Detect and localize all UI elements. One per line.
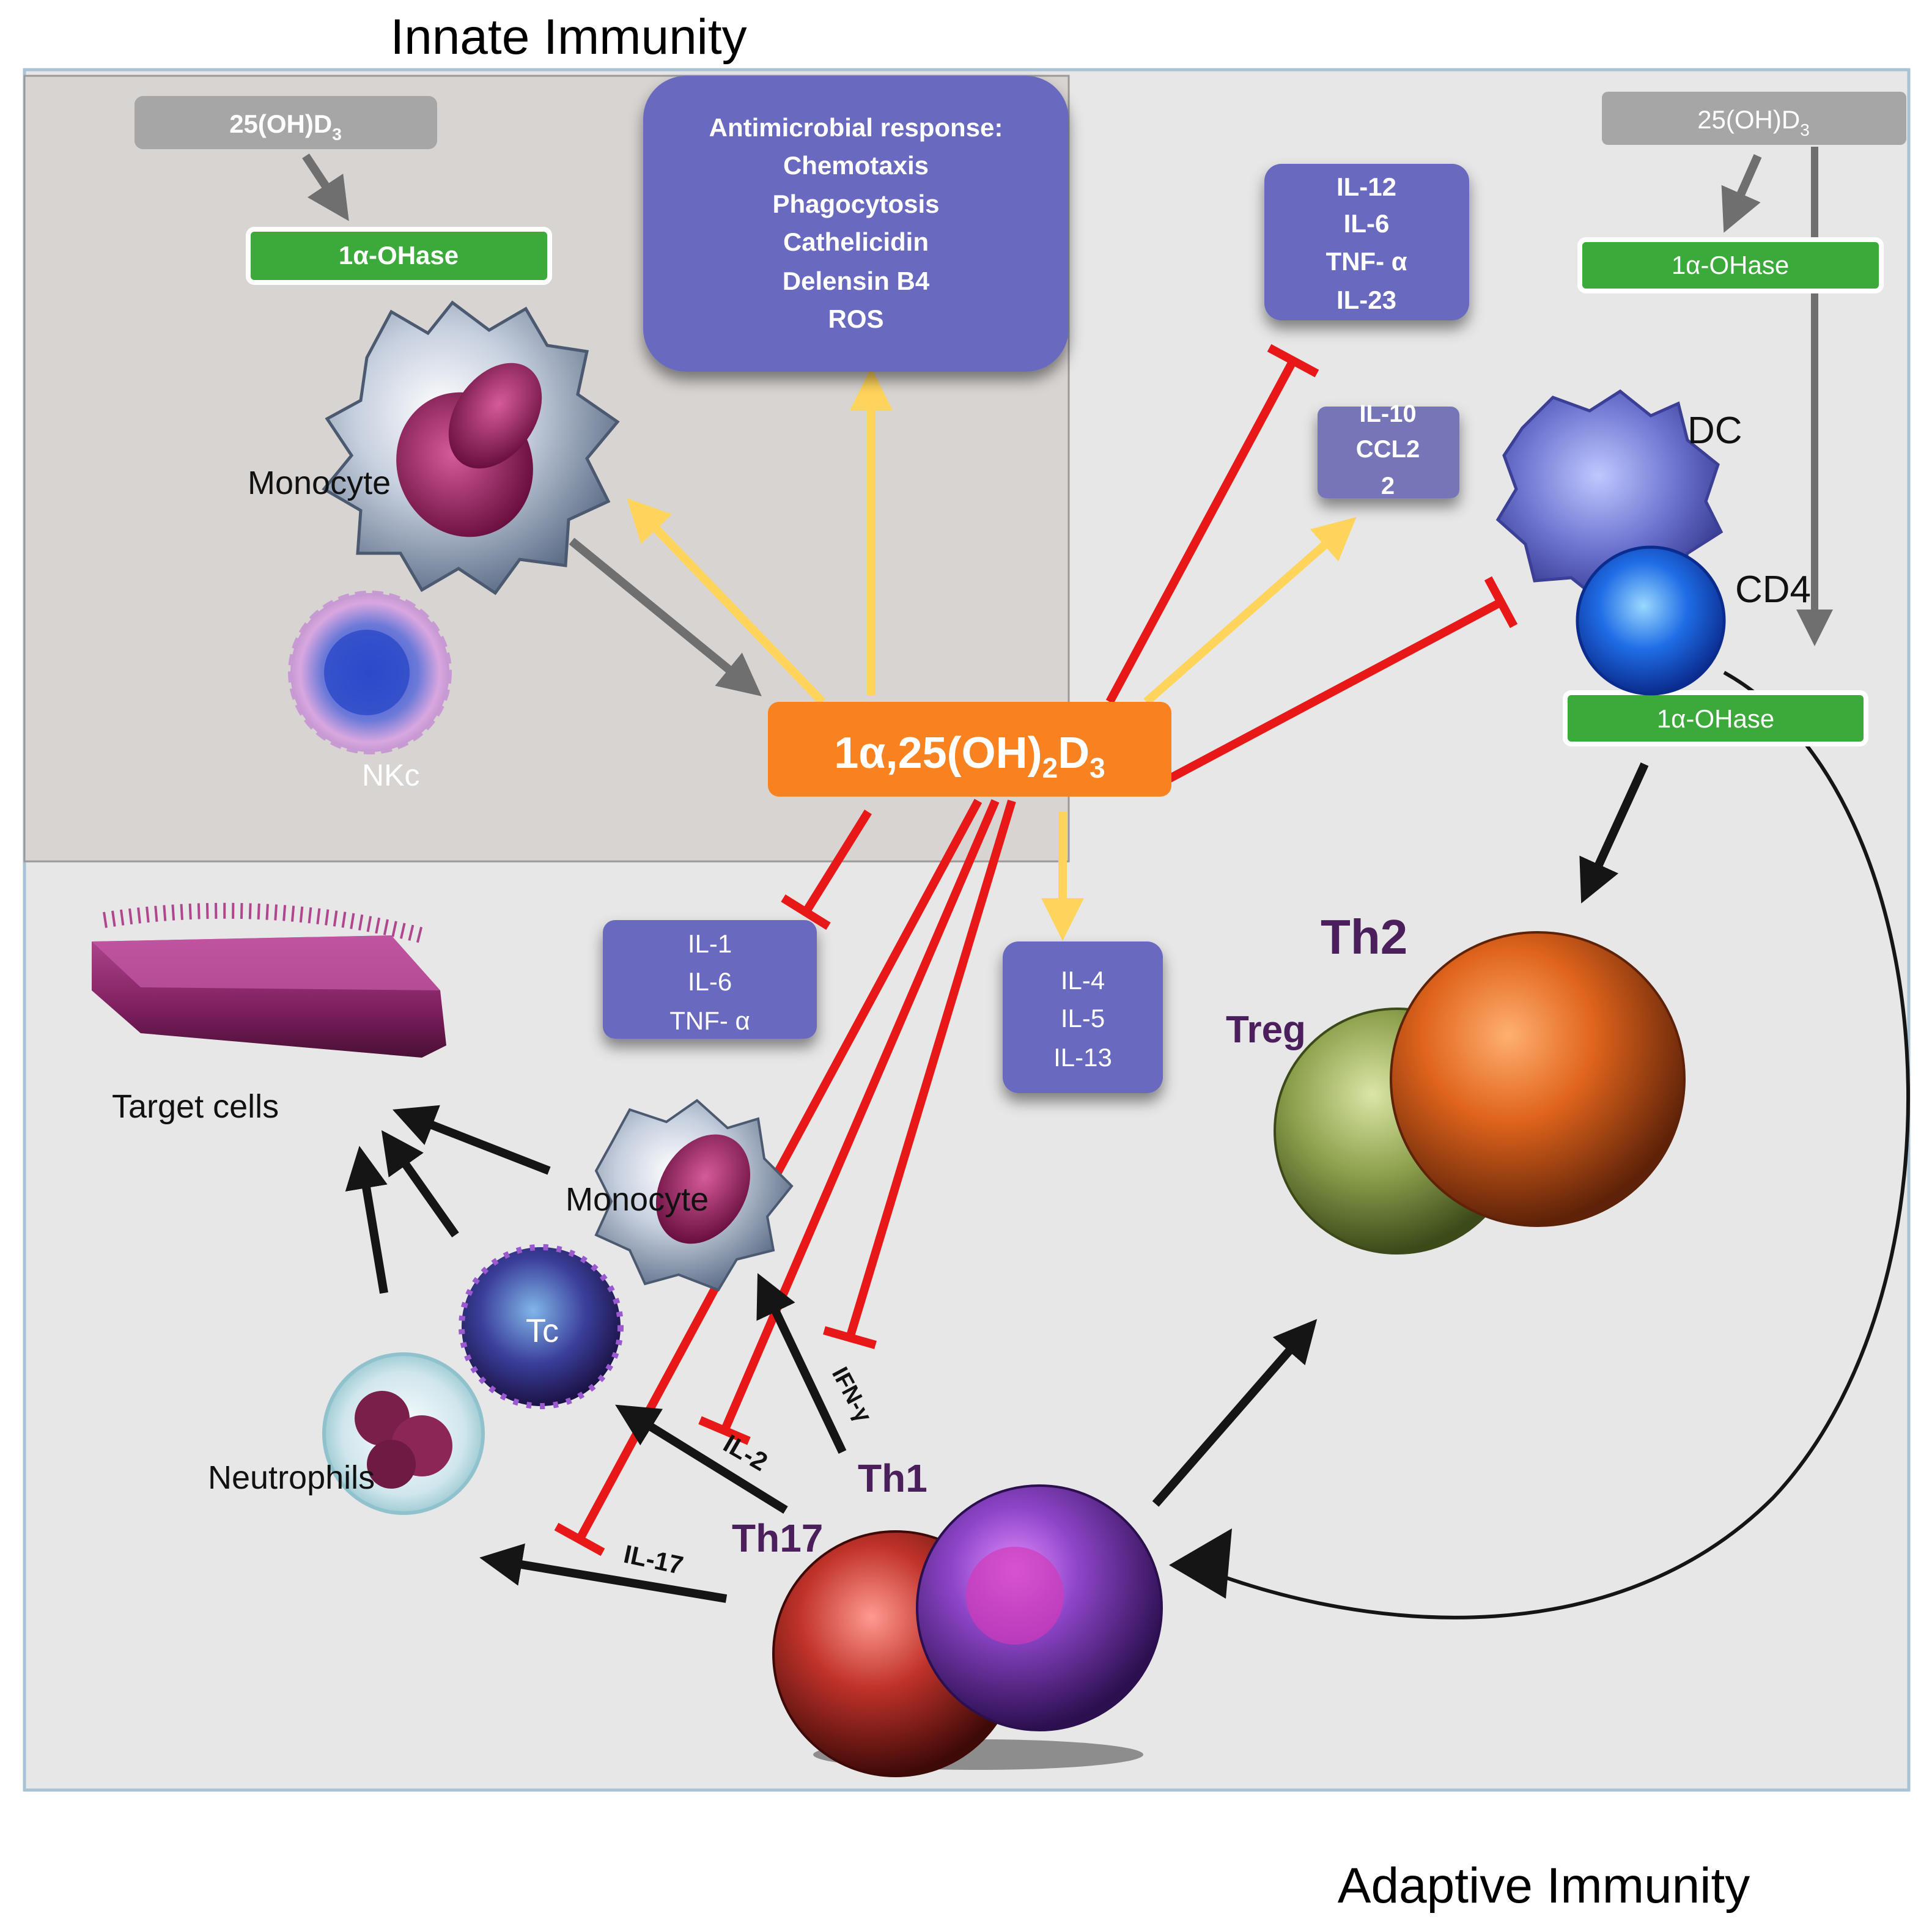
- target-cells-tissue: [92, 902, 446, 1058]
- svg-text:IL-13: IL-13: [1053, 1043, 1112, 1072]
- antimicrobial-box: [643, 76, 1069, 372]
- svg-text:IL-6: IL-6: [1344, 209, 1390, 238]
- svg-text:IL-23: IL-23: [1337, 286, 1396, 314]
- th2-cell: [1390, 931, 1686, 1227]
- innate-title: Innate Immunity: [390, 9, 747, 65]
- target-cells-label: Target cells: [112, 1088, 279, 1125]
- svg-text:IL-5: IL-5: [1061, 1004, 1105, 1033]
- enzyme-label-right-bottom: 1α-OHase: [1657, 704, 1774, 733]
- enzyme-label-right-top: 1α-OHase: [1672, 251, 1789, 279]
- svg-text:Cathelicidin: Cathelicidin: [783, 227, 929, 256]
- loop-arrowhead: [1169, 1528, 1232, 1599]
- arrow-th17-to-tc: [615, 1404, 788, 1514]
- svg-text:CCL2: CCL2: [1356, 436, 1420, 463]
- th1-cell: [916, 1484, 1163, 1731]
- antimicrobial-text: Antimicrobial response: Chemotaxis Phago…: [709, 113, 1003, 333]
- arrow-precursor-to-enzyme-right: [1721, 154, 1762, 233]
- cd4-cell: [1576, 545, 1726, 696]
- svg-text:TNF- α: TNF- α: [1325, 247, 1407, 276]
- cytokines-dc-inhibited-box: [1264, 164, 1469, 320]
- precursor-box-left: [135, 96, 437, 149]
- arrow-th1-to-monocyte: [756, 1273, 847, 1454]
- arrow-center-to-monocyte: [627, 498, 826, 705]
- svg-text:IL-6: IL-6: [688, 967, 732, 996]
- calcitriol-label: 1α,25(OH)2D3: [834, 729, 1105, 784]
- arrow-tc-to-target: [381, 1130, 459, 1238]
- svg-text:IL-10: IL-10: [1359, 400, 1416, 427]
- treg-label: Treg: [1226, 1009, 1306, 1051]
- precursor-label-left: 25(OH)D3: [229, 109, 342, 144]
- cytokines-th2-text: IL-4 IL-5 IL-13: [1053, 966, 1112, 1072]
- tc-label: Tc: [526, 1313, 559, 1349]
- precursor-label-right: 25(OH)D3: [1697, 105, 1810, 139]
- arrow-center-to-il10: [1143, 517, 1357, 706]
- monocyte-adaptive-label: Monocyte: [566, 1181, 709, 1218]
- th1-label: Th1: [858, 1456, 927, 1500]
- cytokines-th2-box: [1003, 941, 1163, 1093]
- svg-text:Antimicrobial response:: Antimicrobial response:: [709, 113, 1003, 142]
- svg-text:Chemotaxis: Chemotaxis: [783, 151, 929, 180]
- svg-text:IL-1: IL-1: [688, 929, 732, 958]
- tc-cell: [459, 1244, 624, 1409]
- svg-text:IL-4: IL-4: [1061, 966, 1105, 995]
- cytokines-dc-inhibited-text: IL-12 IL-6 TNF- α IL-23: [1325, 172, 1407, 314]
- nkc-label: NKc: [362, 758, 419, 792]
- cd4-label: CD4: [1735, 569, 1811, 611]
- cytokines-mono-inhibited-box: [603, 920, 817, 1039]
- enzyme-box-right-bottom: [1563, 690, 1868, 746]
- arrow-th1-to-th2: [1152, 1319, 1318, 1507]
- svg-text:IL-12: IL-12: [1337, 172, 1396, 201]
- arrow-dc-loop-to-th1: [1191, 671, 1911, 1619]
- arrow-precursor-to-enzyme-left: [302, 153, 349, 221]
- arrow-cd4-to-th2: [1579, 762, 1649, 904]
- svg-text:ROS: ROS: [828, 304, 883, 333]
- neutrophil-cell: [322, 1352, 485, 1515]
- enzyme-label-left: 1α-OHase: [339, 241, 459, 270]
- svg-text:Phagocytosis: Phagocytosis: [772, 190, 939, 218]
- adaptive-title: Adaptive Immunity: [1338, 1858, 1750, 1914]
- arrow-th17-to-neutrophils: [479, 1543, 728, 1603]
- monocyte-adaptive-cell: [594, 1099, 794, 1292]
- calcitriol-box: [768, 702, 1171, 797]
- th2-label: Th2: [1321, 910, 1407, 964]
- nk-cell: [288, 591, 452, 754]
- th17-label: Th17: [732, 1516, 823, 1560]
- cytokines-dc-induced-text: IL-10 CCL2 2: [1356, 400, 1420, 499]
- enzyme-box-left: [246, 227, 552, 285]
- monocyte-innate-cell: [322, 300, 620, 595]
- cytokines-mono-inhibited-text: IL-1 IL-6 TNF- α: [669, 929, 750, 1035]
- arrow-monocyte-to-target: [392, 1105, 551, 1175]
- svg-text:TNF- α: TNF- α: [669, 1006, 750, 1035]
- monocyte-innate-label: Monocyte: [248, 465, 391, 501]
- precursor-box-right: [1602, 92, 1906, 145]
- cytokines-dc-induced-box: [1318, 407, 1459, 498]
- neutrophils-label: Neutrophils: [208, 1459, 375, 1496]
- arrow-monocyte-to-center: [569, 537, 762, 696]
- arrow-neutrophils-to-target: [345, 1146, 388, 1294]
- enzyme-box-right-top: [1577, 237, 1884, 293]
- dc-label: DC: [1687, 410, 1742, 452]
- svg-text:2: 2: [1381, 473, 1395, 499]
- svg-text:Delensin B4: Delensin B4: [783, 267, 930, 295]
